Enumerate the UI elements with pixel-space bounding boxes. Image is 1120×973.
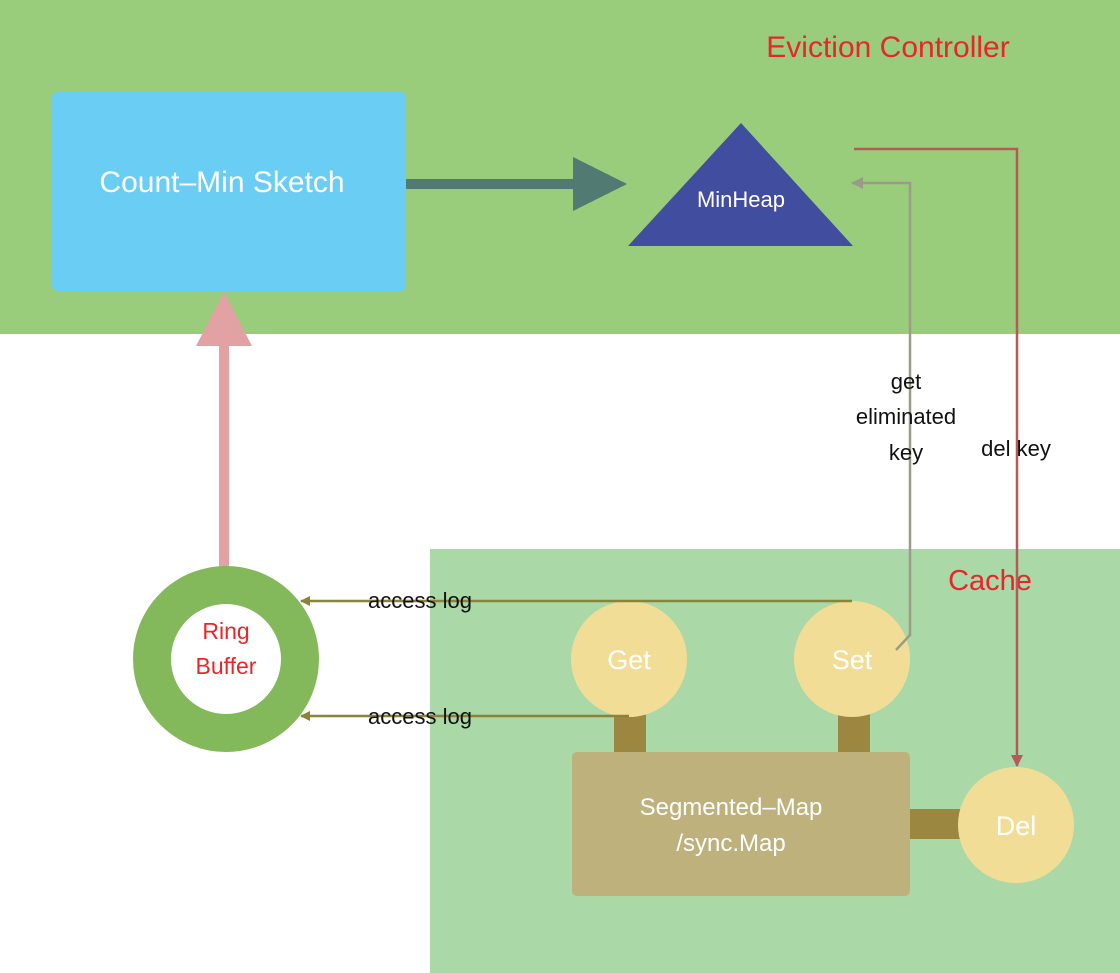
sketch-to-heap-arrow bbox=[406, 157, 627, 211]
del-map-connector bbox=[908, 809, 964, 839]
set-map-connector bbox=[838, 713, 870, 755]
set-node bbox=[794, 601, 910, 717]
del-node bbox=[958, 767, 1074, 883]
get-eliminated-key-arrow bbox=[851, 177, 912, 651]
segmented-map-label-line2: /sync.Map bbox=[676, 830, 785, 857]
count-min-sketch-label: Count–Min Sketch bbox=[99, 166, 344, 199]
get-eliminated-key-label-line1: get bbox=[891, 369, 922, 394]
eviction-controller-label: Eviction Controller bbox=[766, 31, 1009, 64]
get-node bbox=[571, 601, 687, 717]
count-min-sketch-box bbox=[52, 92, 406, 291]
min-heap-triangle bbox=[628, 123, 853, 246]
del-key-arrow bbox=[854, 147, 1023, 767]
del-node-label: Del bbox=[996, 811, 1037, 841]
get-node-label: Get bbox=[607, 645, 651, 675]
set-node-label: Set bbox=[832, 645, 873, 675]
min-heap-label: MinHeap bbox=[697, 187, 785, 212]
cache-label: Cache bbox=[948, 565, 1032, 597]
segmented-map-label-line1: Segmented–Map bbox=[640, 794, 823, 821]
segmented-map-box bbox=[572, 752, 910, 896]
get-eliminated-key-label-line2: eliminated bbox=[856, 404, 956, 429]
ring-to-sketch-arrow bbox=[196, 292, 252, 568]
ring-buffer-label-line2: Buffer bbox=[196, 653, 257, 679]
del-key-label: del key bbox=[981, 436, 1051, 461]
access-log-get-label: access log bbox=[368, 704, 472, 729]
ring-buffer-label-line1: Ring bbox=[202, 618, 249, 644]
ring-buffer bbox=[133, 566, 319, 752]
access-log-set-label: access log bbox=[368, 588, 472, 613]
get-eliminated-key-label-line3: key bbox=[889, 440, 923, 465]
get-map-connector bbox=[614, 713, 646, 755]
